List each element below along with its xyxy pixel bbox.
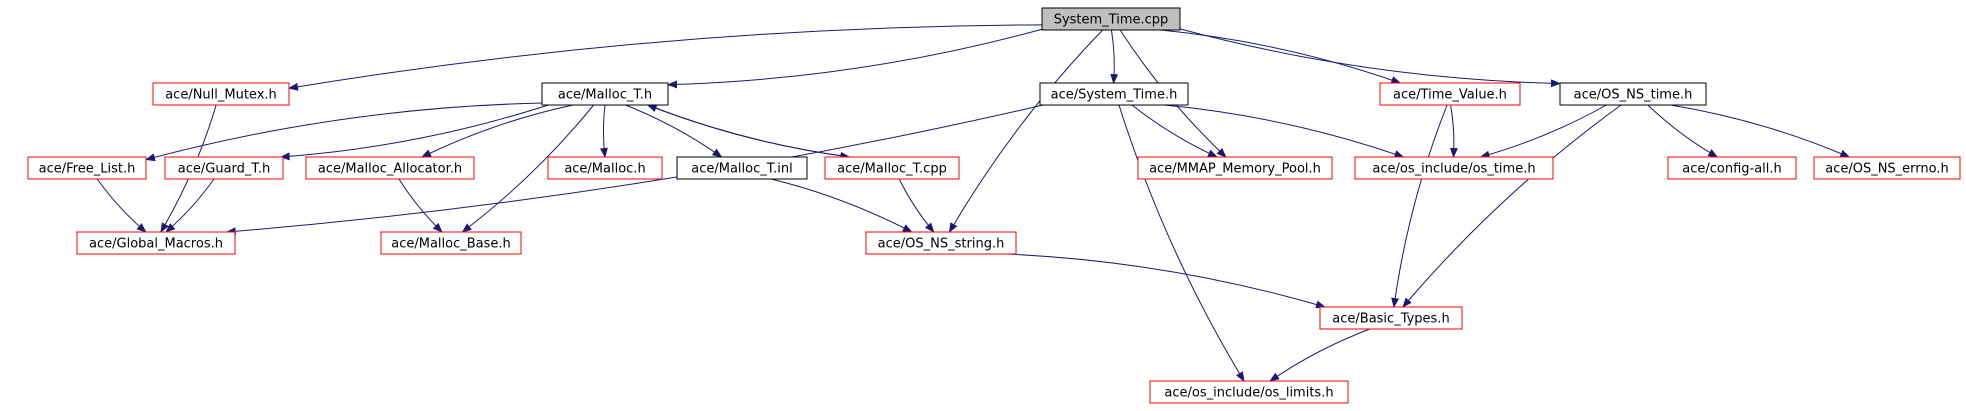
node-malloc_t_h[interactable]: ace/Malloc_T.h bbox=[541, 82, 669, 106]
node-os_ns_errno_h[interactable]: ace/OS_NS_errno.h bbox=[1813, 156, 1961, 180]
edge-malloc_t_h-to-malloc_t_inl bbox=[625, 104, 723, 158]
node-label: ace/MMAP_Memory_Pool.h bbox=[1149, 162, 1321, 177]
edge-system_time_cpp-to-null_mutex_h bbox=[288, 24, 1043, 91]
node-label: ace/Malloc_Allocator.h bbox=[318, 162, 462, 177]
edge-system_time_cpp-to-time_value_h bbox=[1160, 29, 1402, 84]
node-os_time_h[interactable]: ace/os_include/os_time.h bbox=[1354, 156, 1554, 180]
edge-basic_types_h-to-os_limits_h bbox=[1269, 328, 1371, 382]
node-label: ace/System_Time.h bbox=[1051, 88, 1178, 103]
node-box bbox=[305, 156, 475, 180]
node-mmap_memory_pool_h[interactable]: ace/MMAP_Memory_Pool.h bbox=[1137, 156, 1333, 180]
node-label: ace/OS_NS_time.h bbox=[1574, 88, 1693, 103]
edge-malloc_t_h-to-malloc_h bbox=[599, 104, 608, 158]
edge-os_ns_time_h-to-os_time_h bbox=[1479, 104, 1607, 159]
node-os_ns_time_h[interactable]: ace/OS_NS_time.h bbox=[1559, 82, 1707, 106]
edge-malloc_t_h-to-guard_t_h bbox=[279, 104, 549, 161]
edge-system_time_h-to-global_macros_h bbox=[225, 104, 1044, 236]
edge-system_time_h-to-os_limits_h bbox=[1118, 104, 1245, 382]
edge-system_time_h-to-mmap_memory_pool_h bbox=[1131, 104, 1218, 158]
node-basic_types_h[interactable]: ace/Basic_Types.h bbox=[1319, 306, 1463, 330]
node-label: ace/Malloc_T.cpp bbox=[837, 162, 947, 177]
edge-malloc_t_cpp-to-malloc_t_h bbox=[646, 104, 850, 158]
node-os_ns_string_h[interactable]: ace/OS_NS_string.h bbox=[865, 231, 1017, 255]
edge-malloc_t_h-to-malloc_base_h bbox=[461, 104, 595, 233]
edge-time_value_h-to-os_time_h bbox=[1450, 104, 1458, 158]
node-label: ace/Malloc_T.h bbox=[558, 88, 652, 103]
node-label: System_Time.cpp bbox=[1054, 13, 1169, 28]
edge-malloc_t_inl-to-os_ns_string_h bbox=[771, 178, 913, 233]
node-malloc_t_cpp[interactable]: ace/Malloc_T.cpp bbox=[824, 156, 960, 180]
edge-malloc_t_cpp-to-os_ns_string_h bbox=[898, 178, 935, 233]
edge-system_time_cpp-to-system_time_h bbox=[1110, 29, 1119, 84]
edge-free_list_h-to-global_macros_h bbox=[96, 178, 147, 233]
node-label: ace/Basic_Types.h bbox=[1332, 312, 1449, 327]
node-box bbox=[1667, 156, 1797, 180]
node-malloc_allocator_h[interactable]: ace/Malloc_Allocator.h bbox=[305, 156, 475, 180]
node-label: ace/OS_NS_errno.h bbox=[1825, 162, 1949, 177]
edge-malloc_allocator_h-to-malloc_base_h bbox=[398, 178, 443, 233]
node-label: ace/Null_Mutex.h bbox=[165, 88, 277, 103]
edge-os_ns_time_h-to-config_all_h bbox=[1647, 104, 1719, 158]
file-nodes: System_Time.cpp ace/Null_Mutex.h ace/Mallo… bbox=[27, 7, 1961, 404]
node-label: ace/os_include/os_time.h bbox=[1372, 162, 1535, 177]
node-malloc_h[interactable]: ace/Malloc.h bbox=[547, 156, 663, 180]
node-system_time_h[interactable]: ace/System_Time.h bbox=[1039, 82, 1189, 106]
node-label: ace/Guard_T.h bbox=[178, 162, 270, 177]
node-label: ace/Malloc.h bbox=[564, 162, 645, 177]
node-global_macros_h[interactable]: ace/Global_Macros.h bbox=[76, 231, 236, 255]
edge-system_time_cpp-to-os_ns_time_h bbox=[1179, 28, 1561, 88]
node-box bbox=[1149, 380, 1349, 404]
node-label: ace/config-all.h bbox=[1682, 162, 1782, 177]
node-box bbox=[76, 231, 236, 255]
edge-time_value_h-to-basic_types_h bbox=[1391, 104, 1448, 308]
edge-system_time_h-to-os_time_h bbox=[1164, 104, 1405, 158]
node-box bbox=[541, 82, 669, 106]
node-box bbox=[1039, 82, 1189, 106]
node-label: ace/OS_NS_string.h bbox=[878, 237, 1005, 252]
node-box bbox=[824, 156, 960, 180]
node-box bbox=[1319, 306, 1463, 330]
dependency-edges bbox=[96, 24, 1851, 382]
node-label: ace/Free_List.h bbox=[39, 162, 136, 177]
node-box bbox=[1041, 7, 1181, 31]
edge-malloc_t_h-to-free_list_h bbox=[145, 102, 543, 162]
node-box bbox=[865, 231, 1017, 255]
node-guard_t_h[interactable]: ace/Guard_T.h bbox=[164, 156, 284, 180]
node-box bbox=[1354, 156, 1554, 180]
edge-system_time_cpp-to-os_ns_string_h bbox=[948, 29, 1104, 233]
node-box bbox=[1813, 156, 1961, 180]
edge-system_time_cpp-to-malloc_t_h bbox=[667, 28, 1043, 89]
node-config_all_h[interactable]: ace/config-all.h bbox=[1667, 156, 1797, 180]
edge-os_ns_time_h-to-basic_types_h bbox=[1402, 104, 1622, 308]
node-null_mutex_h[interactable]: ace/Null_Mutex.h bbox=[152, 82, 290, 106]
node-box bbox=[380, 231, 522, 255]
node-label: ace/Time_Value.h bbox=[1393, 88, 1507, 103]
node-box bbox=[1559, 82, 1707, 106]
edge-malloc_t_h-to-malloc_t_cpp bbox=[647, 104, 851, 160]
node-malloc_base_h[interactable]: ace/Malloc_Base.h bbox=[380, 231, 522, 255]
node-time_value_h[interactable]: ace/Time_Value.h bbox=[1379, 82, 1521, 106]
edge-os_ns_string_h-to-basic_types_h bbox=[1006, 253, 1326, 309]
node-label: ace/Malloc_T.inl bbox=[691, 162, 793, 177]
node-box bbox=[1379, 82, 1521, 106]
node-box bbox=[676, 156, 808, 180]
node-box bbox=[164, 156, 284, 180]
node-label: ace/Global_Macros.h bbox=[89, 237, 223, 252]
node-malloc_t_inl[interactable]: ace/Malloc_T.inl bbox=[676, 156, 808, 180]
node-box bbox=[1137, 156, 1333, 180]
node-box bbox=[27, 156, 147, 180]
node-system_time_cpp: System_Time.cpp bbox=[1041, 7, 1181, 31]
node-label: ace/os_include/os_limits.h bbox=[1164, 386, 1333, 401]
node-box bbox=[152, 82, 290, 106]
edge-guard_t_h-to-global_macros_h bbox=[165, 178, 215, 233]
edge-os_ns_time_h-to-os_ns_errno_h bbox=[1670, 104, 1851, 158]
node-os_limits_h[interactable]: ace/os_include/os_limits.h bbox=[1149, 380, 1349, 404]
edge-malloc_t_h-to-malloc_allocator_h bbox=[421, 104, 574, 158]
node-label: ace/Malloc_Base.h bbox=[391, 237, 511, 252]
node-box bbox=[547, 156, 663, 180]
node-free_list_h[interactable]: ace/Free_List.h bbox=[27, 156, 147, 180]
